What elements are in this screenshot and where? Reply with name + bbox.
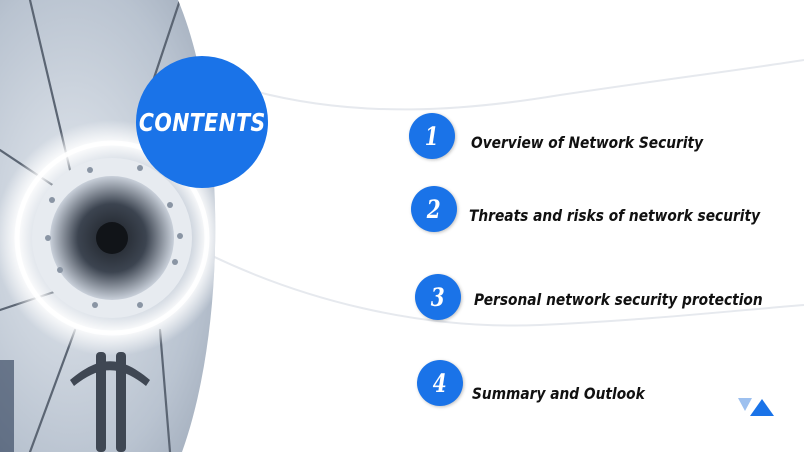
contents-bubble: CONTENTS	[136, 56, 268, 188]
number-1: 1	[425, 121, 439, 151]
number-4: 4	[433, 368, 447, 398]
page-title: CONTENTS	[138, 107, 266, 137]
agenda-label-3: Personal network security protection	[474, 290, 763, 309]
number-circle-2: 2	[411, 186, 457, 232]
agenda-label-2: Threats and risks of network security	[469, 206, 761, 225]
number-3: 3	[431, 282, 445, 312]
triangle-logo-icon	[738, 398, 774, 416]
number-circle-3: 3	[415, 274, 461, 320]
number-circle-1: 1	[409, 113, 455, 159]
agenda-label-1: Overview of Network Security	[471, 133, 704, 152]
agenda-label-4: Summary and Outlook	[472, 384, 645, 403]
number-circle-4: 4	[417, 360, 463, 406]
number-2: 2	[427, 194, 441, 224]
